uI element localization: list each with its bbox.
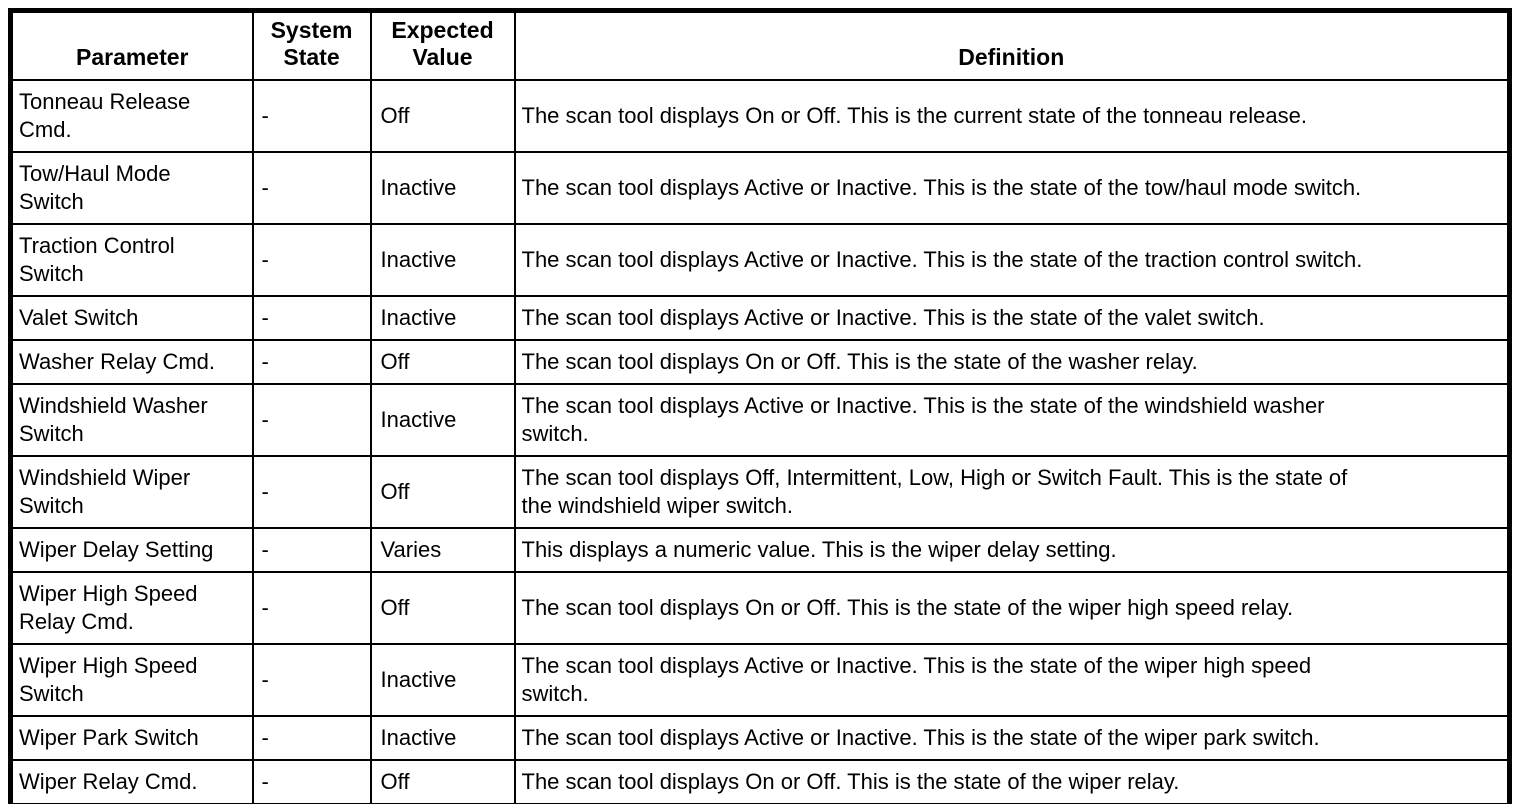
column-header-expected-value: Expected Value: [369, 9, 516, 81]
cell-system-state: -: [251, 383, 372, 457]
cell-parameter: Windshield Wiper Switch: [9, 455, 254, 529]
cell-parameter: Valet Switch: [9, 295, 254, 341]
cell-parameter: Wiper Delay Setting: [9, 527, 254, 573]
cell-expected-value: Off: [369, 339, 516, 385]
cell-parameter: Windshield Washer Switch: [9, 383, 254, 457]
cell-definition: The scan tool displays Off, Intermittent…: [513, 455, 1511, 529]
cell-system-state: -: [251, 571, 372, 645]
cell-expected-value: Inactive: [369, 383, 516, 457]
cell-definition: The scan tool displays Active or Inactiv…: [513, 151, 1511, 225]
cell-system-state: -: [251, 223, 372, 297]
table-header: Parameter System State Expected Value De…: [9, 9, 1511, 81]
cell-expected-value: Inactive: [369, 151, 516, 225]
cell-parameter: Tonneau Release Cmd.: [9, 79, 254, 153]
cell-definition: The scan tool displays Active or Inactiv…: [513, 223, 1511, 297]
cell-expected-value: Varies: [369, 527, 516, 573]
cell-definition: The scan tool displays On or Off. This i…: [513, 759, 1511, 804]
cell-expected-value: Off: [369, 79, 516, 153]
cell-expected-value: Off: [369, 571, 516, 645]
cell-definition: The scan tool displays On or Off. This i…: [513, 339, 1511, 385]
cell-expected-value: Off: [369, 455, 516, 529]
column-header-system-state: System State: [251, 9, 372, 81]
cell-definition: The scan tool displays On or Off. This i…: [513, 79, 1511, 153]
cell-system-state: -: [251, 759, 372, 804]
header-row: Parameter System State Expected Value De…: [9, 9, 1511, 81]
cell-definition: The scan tool displays On or Off. This i…: [513, 571, 1511, 645]
column-header-parameter: Parameter: [9, 9, 254, 81]
cell-expected-value: Inactive: [369, 715, 516, 761]
cell-parameter: Wiper Relay Cmd.: [9, 759, 254, 804]
cell-system-state: -: [251, 339, 372, 385]
cell-parameter: Washer Relay Cmd.: [9, 339, 254, 385]
cell-system-state: -: [251, 151, 372, 225]
cell-system-state: -: [251, 643, 372, 717]
cell-expected-value: Inactive: [369, 295, 516, 341]
cell-parameter: Traction Control Switch: [9, 223, 254, 297]
cell-system-state: -: [251, 527, 372, 573]
scan-tool-parameter-table: Parameter System State Expected Value De…: [8, 8, 1512, 804]
cell-parameter: Wiper High Speed Relay Cmd.: [9, 571, 254, 645]
cell-definition: This displays a numeric value. This is t…: [513, 527, 1511, 573]
cell-expected-value: Off: [369, 759, 516, 804]
column-header-definition: Definition: [513, 9, 1511, 81]
cell-expected-value: Inactive: [369, 223, 516, 297]
cell-expected-value: Inactive: [369, 643, 516, 717]
cell-system-state: -: [251, 295, 372, 341]
cell-definition: The scan tool displays Active or Inactiv…: [513, 295, 1511, 341]
cell-system-state: -: [251, 455, 372, 529]
cell-parameter: Tow/Haul Mode Switch: [9, 151, 254, 225]
cell-definition: The scan tool displays Active or Inactiv…: [513, 643, 1511, 717]
cell-definition: The scan tool displays Active or Inactiv…: [513, 715, 1511, 761]
cell-system-state: -: [251, 715, 372, 761]
cell-parameter: Wiper Park Switch: [9, 715, 254, 761]
cell-system-state: -: [251, 79, 372, 153]
cell-parameter: Wiper High Speed Switch: [9, 643, 254, 717]
cell-definition: The scan tool displays Active or Inactiv…: [513, 383, 1511, 457]
